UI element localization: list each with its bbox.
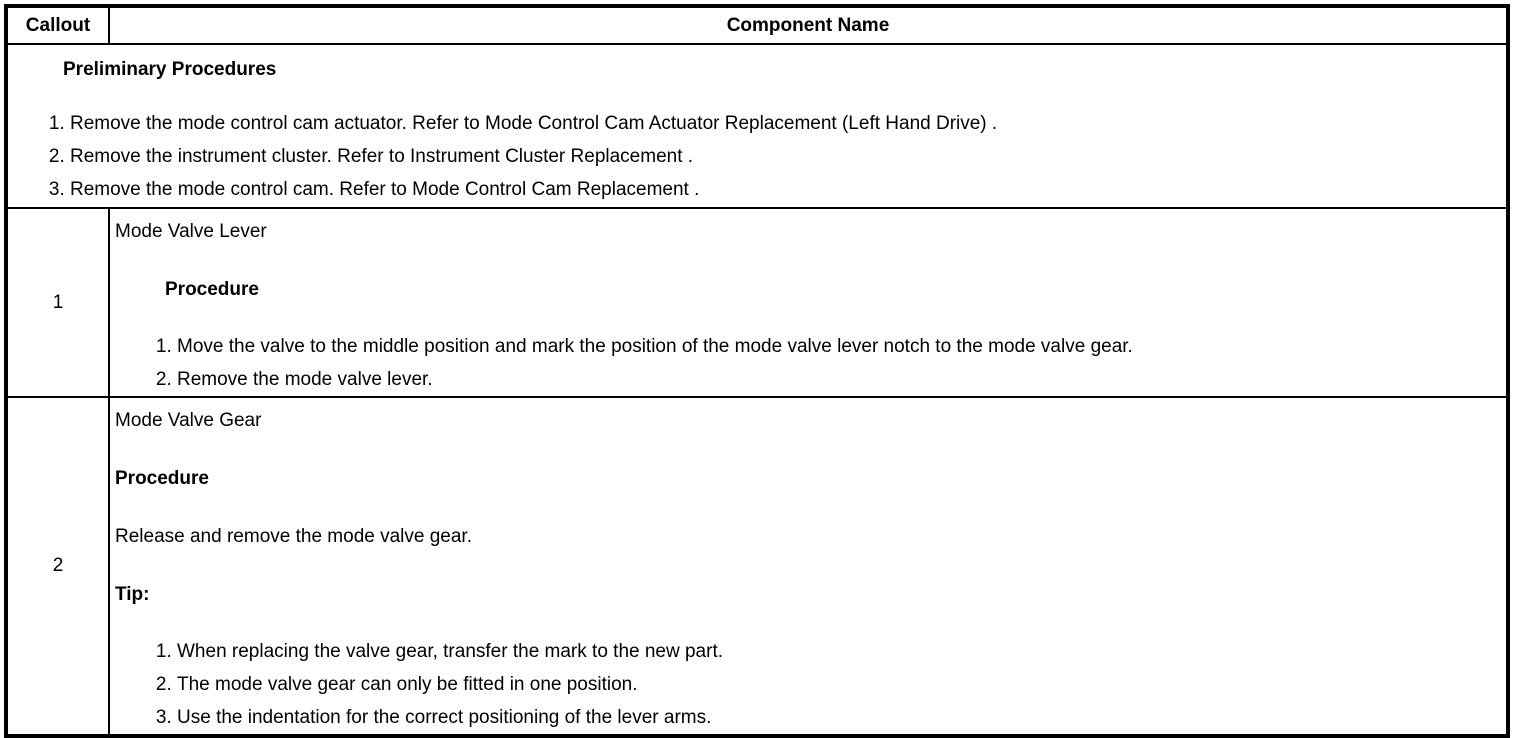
component-callout-table: Callout Component Name Preliminary Proce… bbox=[4, 4, 1510, 738]
preliminary-step: Remove the mode control cam. Refer to Mo… bbox=[70, 173, 1506, 206]
callout-number: 2 bbox=[5, 396, 110, 737]
callout-number: 1 bbox=[5, 207, 110, 398]
preliminary-procedures-cell: Preliminary Procedures Remove the mode c… bbox=[5, 43, 1509, 209]
table-header-row: Callout Component Name bbox=[5, 5, 1509, 45]
preliminary-step: Remove the mode control cam actuator. Re… bbox=[70, 107, 1506, 140]
tip-item: Use the indentation for the correct posi… bbox=[177, 701, 1496, 734]
table-row-callout-1: 1 Mode Valve Lever Procedure Move the va… bbox=[5, 207, 1509, 398]
callout-column-header: Callout bbox=[5, 5, 110, 45]
component-title: Mode Valve Lever bbox=[115, 221, 267, 242]
tip-item: The mode valve gear can only be fitted i… bbox=[177, 668, 1496, 701]
preliminary-step: Remove the instrument cluster. Refer to … bbox=[70, 140, 1506, 173]
preliminary-steps-list: Remove the mode control cam actuator. Re… bbox=[8, 107, 1506, 206]
component-name-column-header: Component Name bbox=[108, 5, 1509, 45]
procedure-step: Move the valve to the middle position an… bbox=[177, 330, 1496, 363]
procedure-steps-list: Move the valve to the middle position an… bbox=[115, 330, 1496, 396]
preliminary-procedures-heading: Preliminary Procedures bbox=[63, 59, 277, 80]
component-cell: Mode Valve Lever Procedure Move the valv… bbox=[108, 207, 1509, 398]
procedure-heading: Procedure bbox=[115, 468, 209, 489]
procedure-text: Release and remove the mode valve gear. bbox=[115, 526, 472, 547]
tip-item: When replacing the valve gear, transfer … bbox=[177, 635, 1496, 668]
component-cell: Mode Valve Gear Procedure Release and re… bbox=[108, 396, 1509, 737]
tip-heading: Tip: bbox=[115, 584, 150, 605]
table-row-callout-2: 2 Mode Valve Gear Procedure Release and … bbox=[5, 396, 1509, 737]
procedure-heading: Procedure bbox=[165, 279, 259, 300]
component-title: Mode Valve Gear bbox=[115, 410, 262, 431]
procedure-step: Remove the mode valve lever. bbox=[177, 363, 1496, 396]
tip-list: When replacing the valve gear, transfer … bbox=[115, 635, 1496, 734]
preliminary-procedures-row: Preliminary Procedures Remove the mode c… bbox=[5, 43, 1509, 209]
